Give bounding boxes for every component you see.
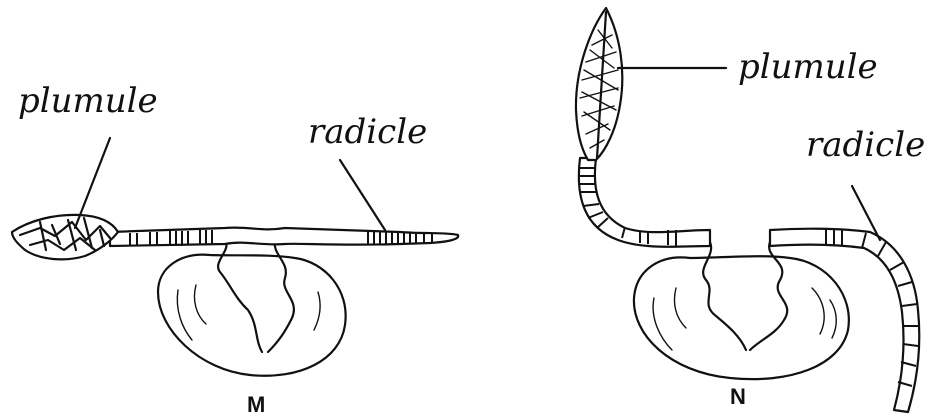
axis-m bbox=[110, 228, 458, 246]
caption-m: M bbox=[247, 392, 265, 417]
caption-n: N bbox=[730, 384, 746, 409]
plumule-m-pointer bbox=[75, 138, 110, 228]
plumule-m-label: plumule bbox=[18, 81, 158, 121]
cotyledon-n bbox=[634, 256, 849, 379]
radicle-m-pointer bbox=[340, 160, 385, 230]
seedling-n: plumule radicle N bbox=[576, 8, 925, 412]
radicle-n-label: radicle bbox=[806, 125, 925, 165]
plumule-n-label: plumule bbox=[738, 47, 878, 87]
hypocotyl-n bbox=[579, 158, 710, 247]
seedling-m: plumule radicle M bbox=[12, 81, 458, 417]
plumule-m bbox=[12, 215, 118, 259]
plumule-n bbox=[576, 8, 622, 160]
radicle-m-label: radicle bbox=[308, 112, 427, 152]
